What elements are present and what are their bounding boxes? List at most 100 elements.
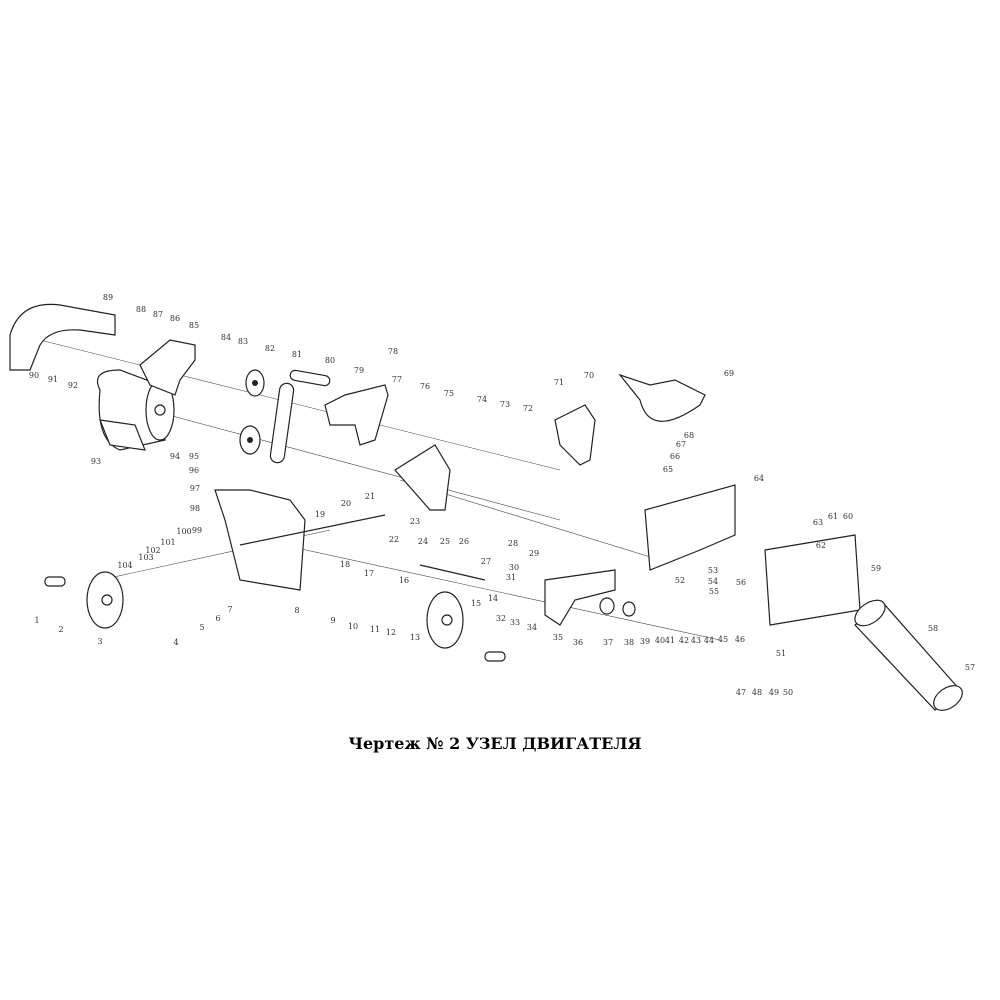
part-label-93: 93 bbox=[91, 457, 101, 466]
part-label-81: 81 bbox=[292, 350, 302, 359]
drawing-title: Чертеж № 2 УЗЕЛ ДВИГАТЕЛЯ bbox=[348, 734, 642, 753]
part-label-78: 78 bbox=[388, 347, 398, 356]
part-label-26: 26 bbox=[459, 537, 469, 546]
part-label-100: 100 bbox=[176, 527, 191, 536]
part-label-99: 99 bbox=[192, 526, 202, 535]
part-label-68: 68 bbox=[684, 431, 694, 440]
part-label-63: 63 bbox=[813, 518, 823, 527]
part-label-50: 50 bbox=[783, 688, 793, 697]
panels-52 bbox=[644, 484, 861, 626]
main-frame-8 bbox=[214, 489, 386, 591]
part-label-52: 52 bbox=[675, 576, 685, 585]
part-label-90: 90 bbox=[29, 371, 39, 380]
part-label-48: 48 bbox=[752, 688, 762, 697]
part-label-13: 13 bbox=[410, 633, 420, 642]
part-label-18: 18 bbox=[340, 560, 350, 569]
part-label-85: 85 bbox=[189, 321, 199, 330]
part-label-14: 14 bbox=[488, 594, 498, 603]
part-label-33: 33 bbox=[510, 618, 520, 627]
part-label-12: 12 bbox=[386, 628, 396, 637]
part-label-56: 56 bbox=[736, 578, 746, 587]
part-label-97: 97 bbox=[190, 484, 200, 493]
part-label-60: 60 bbox=[843, 512, 853, 521]
part-label-73: 73 bbox=[500, 400, 510, 409]
part-label-62: 62 bbox=[816, 541, 826, 550]
part-label-4: 4 bbox=[173, 638, 178, 647]
part-label-34: 34 bbox=[527, 623, 537, 632]
part-label-40: 40 bbox=[655, 636, 665, 645]
part-label-5: 5 bbox=[199, 623, 204, 632]
part-label-9: 9 bbox=[330, 616, 335, 625]
part-label-6: 6 bbox=[215, 614, 220, 623]
part-label-67: 67 bbox=[676, 440, 686, 449]
part-label-98: 98 bbox=[190, 504, 200, 513]
part-label-84: 84 bbox=[221, 333, 231, 342]
part-label-55: 55 bbox=[709, 587, 719, 596]
part-label-79: 79 bbox=[354, 366, 364, 375]
part-label-27: 27 bbox=[481, 557, 491, 566]
part-label-59: 59 bbox=[871, 564, 881, 573]
part-label-8: 8 bbox=[294, 606, 299, 615]
part-label-69: 69 bbox=[724, 369, 734, 378]
part-label-87: 87 bbox=[153, 310, 163, 319]
part-label-25: 25 bbox=[440, 537, 450, 546]
part-label-74: 74 bbox=[477, 395, 487, 404]
part-label-31: 31 bbox=[506, 573, 516, 582]
part-label-92: 92 bbox=[68, 381, 78, 390]
part-label-65: 65 bbox=[663, 465, 673, 474]
part-label-49: 49 bbox=[769, 688, 779, 697]
part-label-23: 23 bbox=[410, 517, 420, 526]
part-label-17: 17 bbox=[364, 569, 374, 578]
part-label-1: 1 bbox=[34, 616, 39, 625]
shaft-15 bbox=[419, 564, 486, 581]
part-label-83: 83 bbox=[238, 337, 248, 346]
part-label-20: 20 bbox=[341, 499, 351, 508]
part-label-89: 89 bbox=[103, 293, 113, 302]
part-label-71: 71 bbox=[554, 378, 564, 387]
part-label-77: 77 bbox=[392, 375, 402, 384]
rings-37-38 bbox=[599, 597, 636, 617]
part-label-86: 86 bbox=[170, 314, 180, 323]
part-label-64: 64 bbox=[754, 474, 764, 483]
part-label-61: 61 bbox=[828, 512, 838, 521]
handwheels bbox=[44, 571, 506, 662]
pulleys bbox=[239, 369, 331, 464]
part-label-38: 38 bbox=[624, 638, 634, 647]
part-label-95: 95 bbox=[189, 452, 199, 461]
cover-69 bbox=[618, 373, 706, 422]
part-label-43: 43 bbox=[691, 636, 701, 645]
plate-35 bbox=[544, 569, 616, 626]
bracket-77 bbox=[324, 384, 389, 446]
part-label-2: 2 bbox=[58, 625, 63, 634]
part-label-41: 41 bbox=[665, 636, 675, 645]
part-label-21: 21 bbox=[365, 492, 375, 501]
part-label-70: 70 bbox=[584, 371, 594, 380]
motor-bracket-89 bbox=[9, 303, 116, 371]
part-label-104: 104 bbox=[117, 561, 132, 570]
part-label-45: 45 bbox=[718, 635, 728, 644]
part-label-42: 42 bbox=[679, 636, 689, 645]
part-label-30: 30 bbox=[509, 563, 519, 572]
tube-58 bbox=[854, 599, 963, 711]
part-label-88: 88 bbox=[136, 305, 146, 314]
part-label-80: 80 bbox=[325, 356, 335, 365]
part-label-28: 28 bbox=[508, 539, 518, 548]
motor-93 bbox=[96, 369, 175, 451]
part-label-101: 101 bbox=[160, 538, 175, 547]
part-label-76: 76 bbox=[420, 382, 430, 391]
part-label-37: 37 bbox=[603, 638, 613, 647]
part-label-96: 96 bbox=[189, 466, 199, 475]
part-label-32: 32 bbox=[496, 614, 506, 623]
part-label-3: 3 bbox=[97, 637, 102, 646]
part-label-29: 29 bbox=[529, 549, 539, 558]
part-label-75: 75 bbox=[444, 389, 454, 398]
part-label-35: 35 bbox=[553, 633, 563, 642]
bracket-21 bbox=[394, 444, 451, 511]
part-label-53: 53 bbox=[708, 566, 718, 575]
part-label-39: 39 bbox=[640, 637, 650, 646]
part-label-24: 24 bbox=[418, 537, 428, 546]
part-label-72: 72 bbox=[523, 404, 533, 413]
